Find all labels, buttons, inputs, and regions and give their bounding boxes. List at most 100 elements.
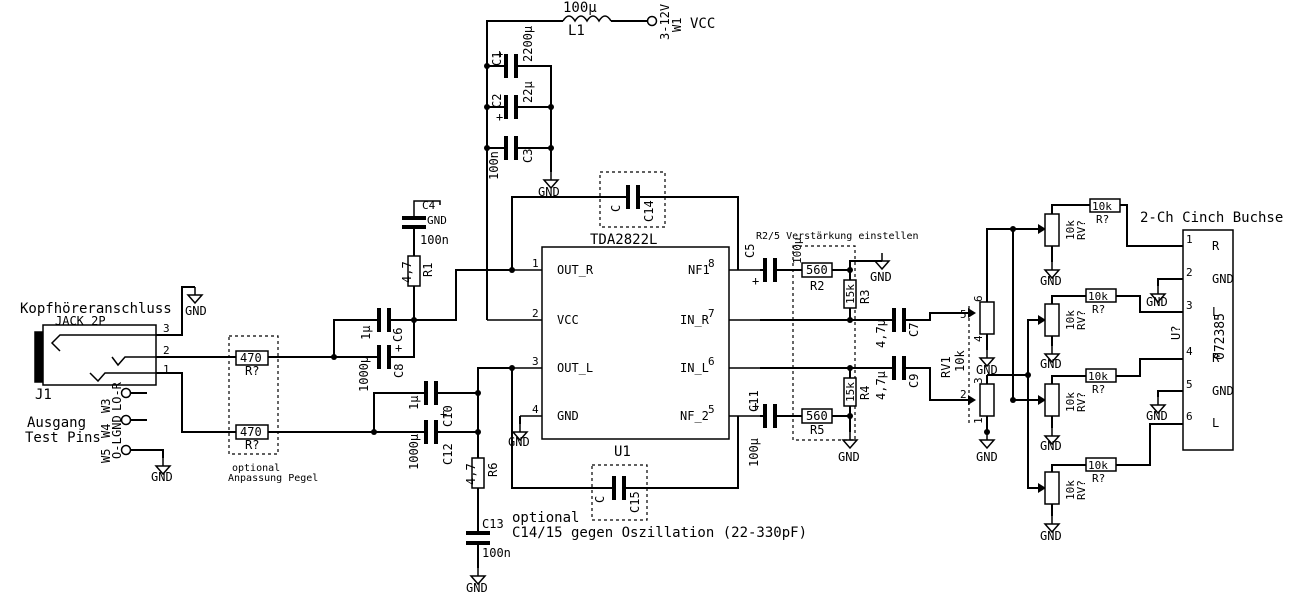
pot-ref: RV? — [1075, 220, 1088, 240]
rv1-pin-1: 1 — [972, 417, 985, 424]
c5-plus: + — [752, 274, 759, 288]
w1-ref: W1 — [670, 18, 684, 32]
c12-value: 1000µ — [407, 434, 421, 470]
rv1-pin-4: 4 — [972, 335, 985, 342]
r4-value: 15k — [844, 382, 857, 402]
w1-value: 3-12V — [658, 4, 672, 40]
ic-label-in-l: IN_L — [680, 361, 709, 375]
gnd-label: GND — [1146, 295, 1168, 309]
gnd-label: GND — [185, 304, 207, 318]
supply-section: 100µ L1 VCC 3-12V W1 + C1 2200µ + C2 22µ… — [484, 0, 715, 320]
ic-label-nf2: NF_2 — [680, 409, 709, 423]
c9-value: 4,7µ — [874, 371, 888, 400]
headphone-jack: Kopfhöreranschluss JACK_2P J1 3 2 1 GND — [20, 286, 236, 433]
rv1-value: 10k — [953, 350, 967, 372]
jack-ref: J1 — [35, 387, 52, 403]
ic-pin-6: 6 — [708, 355, 715, 368]
c6-ref: C6 — [391, 328, 405, 342]
gnd-label: GND — [870, 270, 892, 284]
ic-pin-7: 7 — [708, 307, 715, 320]
c7-ref: C7 — [907, 323, 921, 337]
pad-r-value: 470 — [240, 351, 262, 365]
res-value: 10k — [1088, 459, 1108, 472]
ic-label-out-l: OUT_L — [557, 361, 593, 375]
res-ref: R? — [1092, 472, 1105, 485]
c13-ref: C13 — [482, 517, 504, 531]
pad-note-2: Anpassung Pegel — [228, 473, 318, 484]
c15-feedback: C C15 — [511, 368, 739, 521]
r4-ref: R4 — [858, 386, 872, 400]
c11-plus: + — [752, 399, 759, 413]
pad-r-value: 470 — [240, 425, 262, 439]
ic-label-vcc: VCC — [557, 313, 579, 327]
level-pad: 470 R? 470 R? optional Anpassung Pegel — [228, 335, 374, 484]
gnd-label: GND — [1040, 357, 1062, 371]
test-title-1: Ausgang — [27, 415, 86, 431]
c1-plus: + — [496, 47, 503, 61]
gnd-label: GND — [838, 450, 860, 464]
jack-pin-3: 3 — [163, 322, 170, 335]
r2-ref: R2 — [810, 279, 824, 293]
cinch-label-5: GND — [1212, 384, 1234, 398]
w1-terminal — [646, 15, 658, 27]
res-ref: R? — [1096, 213, 1109, 226]
c8-value: 1000µ — [357, 356, 371, 392]
osc-note-2: C14/15 gegen Oszillation (22-330pF) — [512, 525, 807, 541]
jack-pin-2: 2 — [163, 344, 170, 357]
output-pot-3: 10k R? GND 10k RV? — [1038, 358, 1183, 453]
l1-value: 100µ — [563, 0, 597, 16]
cinch-pin-6: 6 — [1186, 410, 1193, 423]
gnd-label: GND — [976, 450, 998, 464]
cinch-connector: 2-Ch Cinch Buchse U? 072385 1 R 2 GND 3 … — [1140, 210, 1283, 451]
vcc-label: VCC — [690, 16, 715, 32]
cinch-label-1: R — [1212, 239, 1220, 253]
c2-ref: C2 — [490, 94, 504, 108]
output-pot-2: 10k R? GND 10k RV? — [1038, 288, 1183, 371]
c3-ref: C3 — [521, 149, 535, 163]
cinch-label-3: L — [1212, 305, 1219, 319]
ic-label-out-r: OUT_R — [557, 263, 594, 277]
c6-value: 1µ — [359, 326, 373, 340]
ic-tda2822l: TDA2822L U1 1 2 3 4 OUT_R VCC OUT_L GND … — [487, 232, 760, 460]
pot-value: 10k — [1064, 480, 1077, 500]
input-caps: 4,7µ C7 4,7µ C9 — [874, 308, 960, 401]
r1-ref: R1 — [421, 263, 435, 277]
res-value: 10k — [1088, 290, 1108, 303]
rv1-pin-2: 2 — [960, 388, 967, 401]
c2-plus: + — [496, 110, 503, 124]
gain-note: R2/5 Verstärkung einstellen — [756, 231, 919, 242]
pad-note-1: optional — [232, 463, 280, 474]
l1-ref: L1 — [568, 23, 585, 39]
res-ref: R? — [1092, 303, 1105, 316]
c14-value: C — [609, 205, 623, 212]
gnd-label: GND — [538, 185, 560, 199]
gnd-label: GND — [1040, 439, 1062, 453]
pot-ref: RV? — [1075, 310, 1088, 330]
c13-value: 100n — [482, 546, 511, 560]
w5-net: O-L — [110, 437, 124, 459]
r3-value: 15k — [844, 284, 857, 304]
cinch-label-2: GND — [1212, 272, 1234, 286]
res-value: 10k — [1088, 370, 1108, 383]
r6-ref: R6 — [486, 463, 500, 477]
cinch-pin-2: 2 — [1186, 266, 1193, 279]
jack-pin-1: 1 — [163, 363, 170, 376]
cinch-pin-1: 1 — [1186, 233, 1193, 246]
rv1-pin-6: 6 — [972, 295, 985, 302]
gnd-label: GND — [976, 363, 998, 377]
gnd-label: GND — [151, 470, 173, 484]
c14-ref: C14 — [642, 200, 656, 222]
gnd-label: GND — [1040, 274, 1062, 288]
r5-value: 560 — [806, 409, 828, 423]
inductor-l1 — [562, 15, 612, 23]
cinch-pin-4: 4 — [1186, 345, 1193, 358]
gnd-label: GND — [508, 435, 530, 449]
test-pins: Ausgang Test Pins GND W3 W4 W5 LO-R GND … — [25, 381, 173, 484]
out-r-network: 4,7 R1 C4 GND 100n 1µ C6 + 1000µ C8 — [331, 199, 515, 392]
cinch-part: 072385 — [1213, 313, 1228, 360]
pad-r-ref: R? — [245, 364, 259, 378]
ic-pin-5: 5 — [708, 403, 715, 416]
cinch-label-4: R — [1212, 351, 1220, 365]
pot-value: 10k — [1064, 392, 1077, 412]
